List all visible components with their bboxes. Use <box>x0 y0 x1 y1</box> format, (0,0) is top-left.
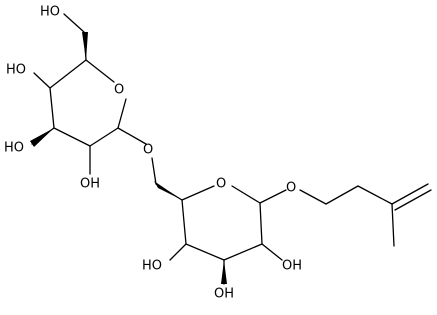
label-c2-hydroxyl-lower: OH <box>282 259 302 274</box>
wedge-c3-oh <box>30 128 54 147</box>
wedge-c5-ch2-lower <box>154 181 182 200</box>
bond-c6-oh <box>63 13 85 33</box>
bond-alkene-double-1 <box>391 183 429 205</box>
bond-alkene-double-2 <box>394 189 432 211</box>
label-c2-hydroxyl: OH <box>80 177 100 192</box>
bond-c2-oh-lower <box>261 243 283 261</box>
bond-c5-ring-o-lower <box>181 185 215 201</box>
bond-c5-ring-o <box>85 59 115 83</box>
bond-c2-c3-lower <box>223 243 263 261</box>
bond-c2-c3 <box>53 127 91 147</box>
upper-sugar-ring <box>31 13 147 175</box>
label-aglycone-oxygen: O <box>286 181 296 196</box>
label-c4-hydroxyl-lower: HO <box>142 259 162 274</box>
aglycone-chain <box>299 183 432 247</box>
label-glycosidic-oxygen: O <box>143 143 153 158</box>
bond-c4-c5 <box>49 59 87 89</box>
label-c6-hydroxyl: HO <box>40 5 60 20</box>
bond-c1-aglycone-o <box>259 189 287 204</box>
atom-labels: HO HO HO OH O O O O HO OH OH <box>4 5 302 302</box>
label-c3-hydroxyl-lower: OH <box>214 287 234 302</box>
label-c4-hydroxyl: HO <box>6 63 26 78</box>
bond-c4-oh <box>33 72 51 89</box>
label-upper-ring-oxygen: O <box>114 83 124 98</box>
bond-c-methyl <box>391 203 395 247</box>
bond-link-o-ch2 <box>151 157 157 185</box>
bond-c1-link-o <box>117 127 147 145</box>
wedge-c3-oh-lower <box>221 260 227 284</box>
label-lower-ring-oxygen: O <box>216 177 226 192</box>
bond-ring-o-c1 <box>117 98 127 129</box>
bond-c4-oh-lower <box>169 243 187 261</box>
bond-c3-c4-lower <box>185 243 225 261</box>
stereo-bonds <box>30 32 227 284</box>
bond-c3-c4 <box>49 87 55 129</box>
bond-ring-o-c1-lower <box>231 185 261 204</box>
bond-c4-c5-lower <box>181 199 187 245</box>
bond-c1-c2-lower <box>259 202 263 245</box>
bond-ch2-ch2 <box>325 185 359 205</box>
bond-ch2-c-alkene <box>357 185 393 205</box>
wedge-c5-c6 <box>82 32 88 60</box>
bond-o-ch2 <box>299 189 327 205</box>
bond-c1-c2 <box>89 127 119 147</box>
label-c3-hydroxyl: HO <box>4 141 24 156</box>
